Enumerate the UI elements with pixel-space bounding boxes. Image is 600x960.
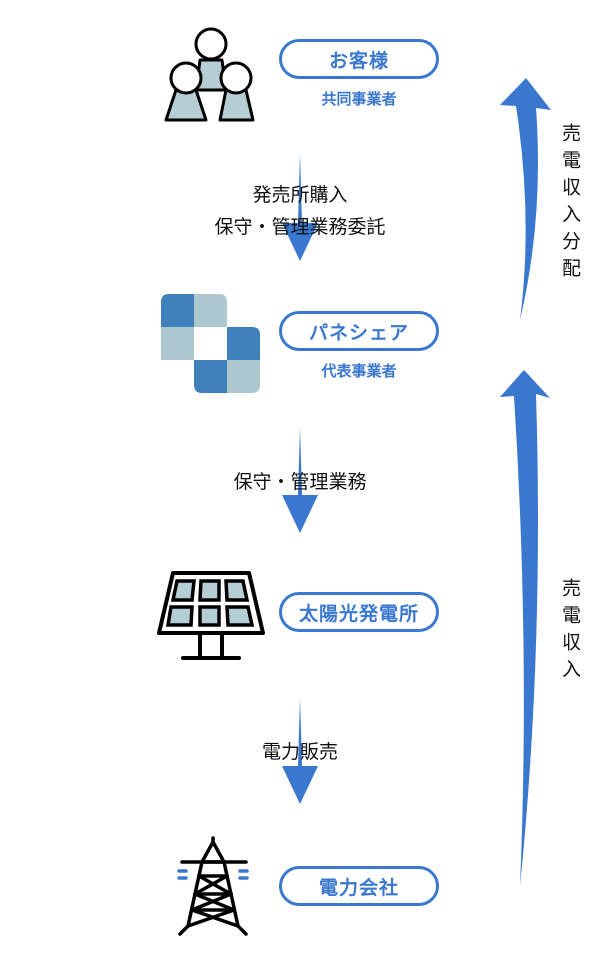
- flow-label-1b: 保守・管理業務委託: [214, 216, 386, 238]
- flow-label-1a: 発売所購入: [252, 184, 348, 206]
- flow-label-3: 電力販売: [261, 741, 338, 763]
- node-paneshare-sublabel: 代表事業者: [321, 362, 397, 380]
- solar-panel-icon: [157, 571, 265, 660]
- up-flow-label-distribution-text: 売電収入分配: [559, 123, 581, 285]
- up-arrow-revenue: [500, 370, 550, 886]
- down-arrow-1: [282, 153, 318, 261]
- node-utility-label: 電力会社: [318, 876, 399, 899]
- node-paneshare-button[interactable]: パネシェア: [279, 311, 439, 351]
- up-flow-label-revenue-text: 売電収入: [559, 578, 581, 686]
- node-customer-label: お客様: [328, 49, 389, 72]
- up-arrow-distribution: [500, 78, 551, 320]
- node-utility-button[interactable]: 電力会社: [279, 866, 439, 906]
- transmission-tower-icon: [177, 836, 249, 936]
- node-customer-button[interactable]: お客様: [279, 39, 439, 79]
- down-arrow-3: [282, 698, 318, 804]
- up-flow-label-revenue: 売電収入: [556, 578, 581, 694]
- people-group-icon: [164, 27, 255, 122]
- flow-label-2: 保守・管理業務: [233, 471, 367, 493]
- node-solar-button[interactable]: 太陽光発電所: [279, 592, 439, 632]
- up-flow-label-distribution: 売電収入分配: [556, 123, 581, 293]
- down-arrow-2: [282, 427, 318, 533]
- node-customer-sublabel: 共同事業者: [321, 90, 397, 108]
- paneshare-logo-icon: [161, 294, 260, 393]
- node-paneshare-label: パネシェア: [308, 321, 409, 344]
- node-solar-label: 太陽光発電所: [298, 602, 419, 625]
